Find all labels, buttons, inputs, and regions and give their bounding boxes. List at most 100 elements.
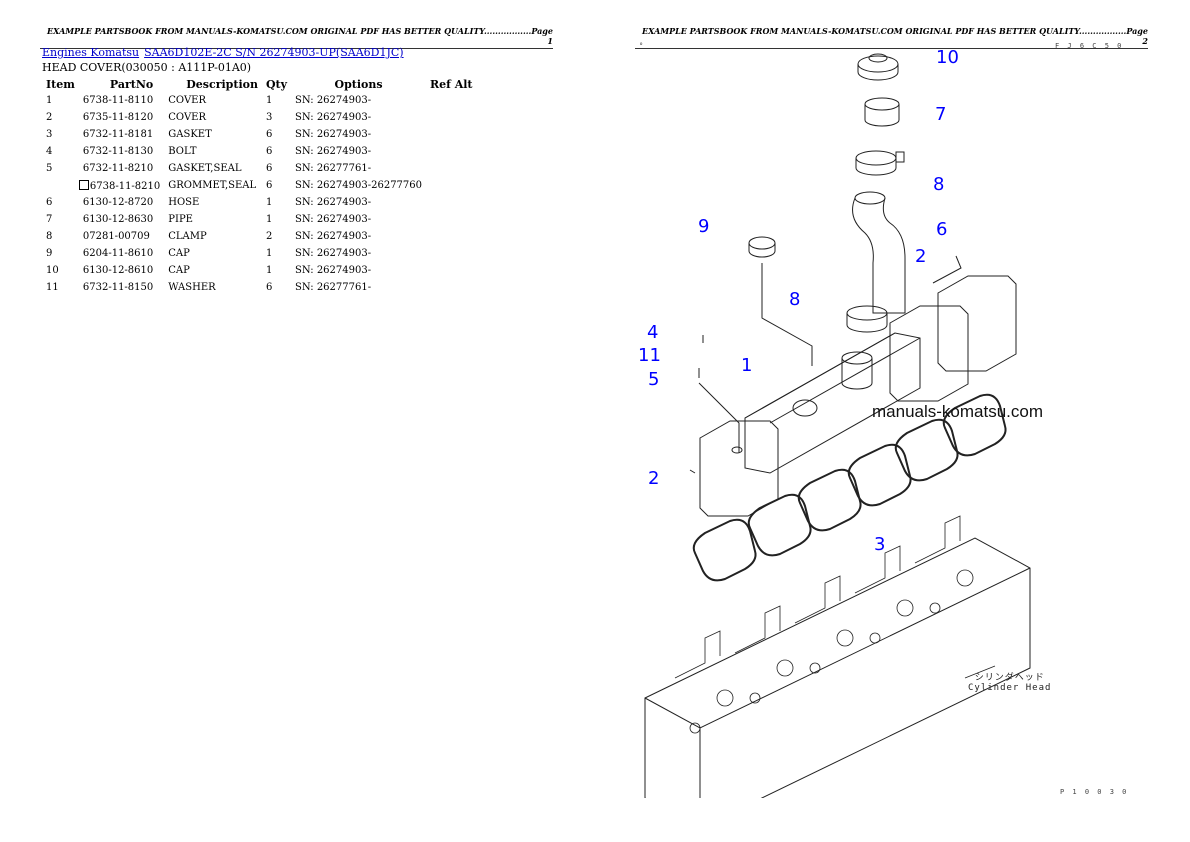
callout-8: 8 bbox=[933, 174, 945, 195]
breadcrumb: Engines Komatsu SAA6D102E-2C S/N 26274903… bbox=[42, 46, 409, 59]
page-header-2: EXAMPLE PARTSBOOK FROM MANUALS-KOMATSU.C… bbox=[635, 26, 1148, 49]
cell-options-text: SN: 26274903- bbox=[295, 112, 372, 123]
table-header: Item PartNo Description Qty Options Ref … bbox=[42, 77, 477, 92]
cell-options-text: SN: 26274903- bbox=[295, 231, 372, 242]
cell-refalt bbox=[426, 109, 477, 126]
cell-partno-text: 07281-00709 bbox=[82, 231, 150, 242]
cell-item-text: 11 bbox=[46, 282, 59, 293]
cell-description: CAP bbox=[164, 245, 262, 262]
cell-partno-text: 6738-11-8210 bbox=[89, 180, 161, 192]
cell-options: SN: 26274903- bbox=[291, 143, 426, 160]
callout-8b: 8 bbox=[789, 289, 801, 310]
cell-partno-text: 6732-11-8130 bbox=[82, 146, 154, 157]
cell-qty-text: 1 bbox=[265, 265, 273, 276]
cell-qty: 6 bbox=[262, 143, 291, 160]
drawing-code-top: F J 6 C 5 0 bbox=[1055, 42, 1124, 50]
label-english: Cylinder Head bbox=[968, 683, 1052, 693]
cell-qty-text: 1 bbox=[265, 197, 273, 208]
parts-table: Item PartNo Description Qty Options Ref … bbox=[42, 77, 477, 296]
section-title: HEAD COVER(030050 : A111P-01A0) bbox=[42, 61, 252, 74]
cell-item-text: 3 bbox=[46, 129, 53, 140]
cell-options-text: SN: 26274903-26277760 bbox=[295, 180, 422, 191]
cell-partno-text: 6732-11-8181 bbox=[82, 129, 154, 140]
cell-options: SN: 26274903- bbox=[291, 262, 426, 279]
cell-qty-text: 6 bbox=[265, 282, 273, 293]
cell-description: BOLT bbox=[164, 143, 262, 160]
cell-item: 6 bbox=[42, 194, 79, 211]
cell-description-text: HOSE bbox=[168, 197, 200, 208]
cell-description: GASKET,SEAL bbox=[164, 160, 262, 177]
cell-qty-text: 1 bbox=[265, 214, 273, 225]
cell-qty-text: 6 bbox=[265, 163, 273, 174]
callout-10: 10 bbox=[936, 47, 959, 68]
cell-partno: 6732-11-8130 bbox=[79, 143, 164, 160]
cell-options-text: SN: 26274903- bbox=[295, 248, 372, 259]
cell-options: SN: 26274903- bbox=[291, 109, 426, 126]
cell-refalt bbox=[426, 143, 477, 160]
cell-options: SN: 26274903- bbox=[291, 194, 426, 211]
cell-partno-text: 6130-12-8630 bbox=[82, 214, 154, 225]
cell-item-text: 9 bbox=[46, 248, 53, 259]
cell-partno-text: 6130-12-8610 bbox=[82, 265, 154, 276]
callout-7: 7 bbox=[935, 104, 947, 125]
cell-description: HOSE bbox=[164, 194, 262, 211]
label-japanese: シリンダヘッド bbox=[974, 673, 1045, 683]
cell-qty: 6 bbox=[262, 160, 291, 177]
drawing-corner-mark: ° bbox=[639, 42, 646, 50]
cell-partno-text: 6735-11-8120 bbox=[82, 112, 154, 123]
cell-item: 3 bbox=[42, 126, 79, 143]
cell-item: 2 bbox=[42, 109, 79, 126]
cell-item: 1 bbox=[42, 92, 79, 109]
cell-options-text: SN: 26277761- bbox=[295, 282, 372, 293]
cell-partno: 6735-11-8120 bbox=[79, 109, 164, 126]
callout-3: 3 bbox=[874, 534, 886, 555]
cell-options-text: SN: 26274903- bbox=[295, 129, 372, 140]
cell-item-text: 2 bbox=[46, 112, 53, 123]
cell-options-text: SN: 26274903- bbox=[295, 95, 372, 106]
cylinder-head-label: シリンダヘッド Cylinder Head bbox=[968, 670, 1051, 693]
cell-refalt bbox=[426, 228, 477, 245]
cell-qty-text: 1 bbox=[265, 248, 273, 259]
cell-refalt bbox=[426, 279, 477, 296]
cell-description: CLAMP bbox=[164, 228, 262, 245]
cell-refalt bbox=[426, 262, 477, 279]
cell-item: 11 bbox=[42, 279, 79, 296]
cell-qty-text: 1 bbox=[265, 95, 273, 106]
callout-2a: 2 bbox=[915, 246, 927, 267]
cell-partno: 6130-12-8610 bbox=[79, 262, 164, 279]
cell-options-text: SN: 26274903- bbox=[295, 146, 372, 157]
cell-refalt bbox=[426, 211, 477, 228]
cell-options: SN: 26274903- bbox=[291, 211, 426, 228]
alternate-part-icon bbox=[78, 179, 89, 190]
cell-partno: 07281-00709 bbox=[79, 228, 164, 245]
cell-refalt bbox=[426, 92, 477, 109]
col-partno: PartNo bbox=[109, 78, 154, 91]
cell-description: COVER bbox=[164, 109, 262, 126]
cell-item bbox=[42, 177, 79, 194]
callout-9: 9 bbox=[698, 216, 710, 237]
cell-item-text: 5 bbox=[46, 163, 53, 174]
cell-qty: 6 bbox=[262, 279, 291, 296]
cell-options: SN: 26274903- bbox=[291, 92, 426, 109]
breadcrumb-link-engines[interactable]: Engines Komatsu bbox=[42, 46, 140, 59]
drawing-code-bottom: P 1 0 0 3 0 bbox=[1060, 788, 1129, 796]
cell-options-text: SN: 26274903- bbox=[295, 214, 372, 225]
cell-item: 4 bbox=[42, 143, 79, 160]
cell-description-text: CAP bbox=[168, 248, 190, 259]
callout-2b: 2 bbox=[648, 468, 660, 489]
cell-item: 8 bbox=[42, 228, 79, 245]
cell-refalt bbox=[426, 194, 477, 211]
breadcrumb-link-model[interactable]: SAA6D102E-2C S/N 26274903-UP(SAA6D1JC) bbox=[144, 46, 404, 59]
diagram-drawing bbox=[644, 53, 1031, 829]
cell-options-text: SN: 26274903- bbox=[295, 197, 372, 208]
cell-description-text: GROMMET,SEAL bbox=[168, 180, 257, 191]
cell-options: SN: 26274903- bbox=[291, 126, 426, 143]
cell-partno: 6204-11-8610 bbox=[79, 245, 164, 262]
cell-description-text: BOLT bbox=[168, 146, 197, 157]
